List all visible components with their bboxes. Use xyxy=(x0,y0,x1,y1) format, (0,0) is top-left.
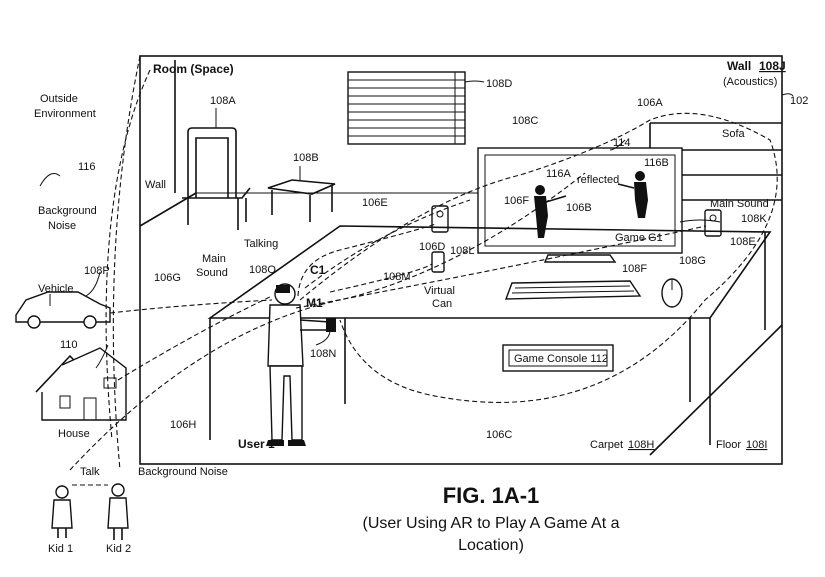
virtual-label: Virtual xyxy=(424,285,455,297)
game-g1-label: Game G1 xyxy=(615,232,663,244)
ref-106f: 106F xyxy=(504,195,529,207)
ref-108b: 108B xyxy=(293,152,319,164)
ref-108e: 108E xyxy=(730,236,756,248)
kid1-label: Kid 1 xyxy=(48,543,73,555)
ref-108l: 108L xyxy=(450,245,474,257)
user-figure xyxy=(266,284,336,446)
user1-label: User 1 xyxy=(238,437,275,451)
ref-108a: 108A xyxy=(210,95,236,107)
ref-106b: 106B xyxy=(566,202,592,214)
sofa-label: Sofa xyxy=(722,128,746,140)
ref-108k: 108K xyxy=(741,213,767,225)
virtual-can xyxy=(432,252,444,272)
wall-label-left: Wall xyxy=(145,179,166,191)
room-label: Room (Space) xyxy=(153,62,234,76)
small-table xyxy=(268,180,335,222)
kid2-illustration xyxy=(108,484,128,540)
floor-num: 108I xyxy=(746,439,767,451)
ref-108g: 108G xyxy=(679,255,706,267)
house-label: House xyxy=(58,428,90,440)
m1-label: M1 xyxy=(306,296,323,310)
reflected-label: reflected xyxy=(577,174,619,186)
ref-108f: 108F xyxy=(622,263,647,275)
main-sound-left-label-2: Sound xyxy=(196,267,228,279)
ref-108p: 108P xyxy=(84,265,110,277)
bg-noise-label-2: Noise xyxy=(48,220,76,232)
carpet-num: 108H xyxy=(628,439,654,451)
bg-noise-label-1: Background xyxy=(38,205,97,217)
ref-116a: 116A xyxy=(546,168,572,180)
floor-label: Floor xyxy=(716,439,741,451)
figure-title: FIG. 1A-1 xyxy=(443,483,540,508)
can-label: Can xyxy=(432,298,452,310)
ref-106e: 106E xyxy=(362,197,388,209)
wall-label-text: Wall xyxy=(727,59,751,73)
kid2-label: Kid 2 xyxy=(106,543,131,555)
vehicle-illustration xyxy=(16,292,110,328)
ref-114: 114 xyxy=(613,137,631,149)
carpet-edge-right xyxy=(650,325,782,455)
ref-102: 102 xyxy=(790,95,808,107)
acoustics-label: (Acoustics) xyxy=(723,76,777,88)
talk-label: Talk xyxy=(80,466,100,478)
ref-116b: 116B xyxy=(644,157,669,169)
ref-106d: 106D xyxy=(419,241,445,253)
outside-env-label-1: Outside xyxy=(40,93,78,105)
caption-line-2: Location) xyxy=(458,537,524,554)
game-console-label: Game Console 112 xyxy=(514,353,608,365)
ref-106c: 106C xyxy=(486,429,512,441)
ref-108d: 108D xyxy=(486,78,512,90)
ref-106g: 106G xyxy=(154,272,181,284)
main-sound-right-label: Main Sound xyxy=(710,198,769,210)
c1-label: C1 xyxy=(310,263,326,277)
speaker-right xyxy=(705,210,721,236)
vehicle-label: Vehicle xyxy=(38,283,73,295)
kid1-illustration xyxy=(52,486,72,538)
ref-108o: 108O xyxy=(249,264,276,276)
outside-env-label-2: Environment xyxy=(34,108,96,120)
house-illustration xyxy=(36,348,126,420)
ref-110: 110 xyxy=(60,339,78,351)
ref-108m: 108M xyxy=(383,271,411,283)
caption-line-1: (User Using AR to Play A Game At a xyxy=(363,515,620,532)
keyboard xyxy=(506,281,640,299)
window-blinds xyxy=(348,72,465,144)
talking-label: Talking xyxy=(244,238,278,250)
main-sound-left-label-1: Main xyxy=(202,253,226,265)
ref-108c: 108C xyxy=(512,115,538,127)
ref-106h: 106H xyxy=(170,419,196,431)
ref-106a: 106A xyxy=(637,97,663,109)
ref-116: 116 xyxy=(78,161,96,173)
ref-108n: 108N xyxy=(310,348,336,360)
carpet-label: Carpet xyxy=(590,439,623,451)
background-noise-label: Background Noise xyxy=(138,466,228,478)
wall-label-num: 108J xyxy=(759,59,786,73)
chair xyxy=(182,128,250,230)
